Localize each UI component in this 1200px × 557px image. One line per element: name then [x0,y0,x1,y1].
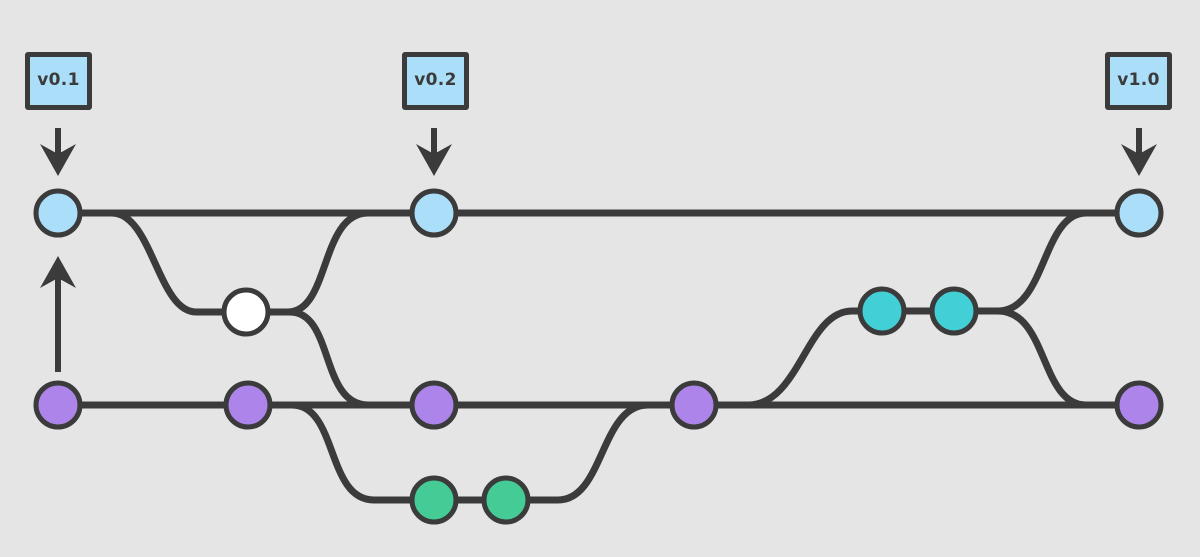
commit-node-p3[interactable] [409,380,459,430]
merge-arrow-up [40,256,76,372]
commit-node-p4[interactable] [669,380,719,430]
commit-node-t1[interactable] [857,286,907,336]
commit-node-g1[interactable] [409,475,459,525]
commit-node-p5[interactable] [1114,380,1164,430]
edge-p4-t1 [712,307,864,409]
tag-box-v0-2[interactable]: v0.2 [402,52,469,110]
commit-node-b2[interactable] [409,188,459,238]
tag-label: v1.0 [1117,69,1160,90]
edge-b1-w1 [76,209,228,316]
tag-arrow-v0-2 [416,128,452,176]
commit-node-p2[interactable] [223,380,273,430]
edge-w1-b2 [264,209,416,316]
tag-arrow-v1-0 [1121,128,1157,176]
edge-w1-p3 [264,308,416,409]
edge-layer [54,209,1143,504]
tag-box-v1-0[interactable]: v1.0 [1105,52,1172,110]
commit-node-b1[interactable] [33,188,83,238]
edge-p2-g1 [266,401,416,504]
tag-arrow-v0-1 [40,128,76,176]
edge-t2-p5 [972,307,1121,409]
commit-node-g2[interactable] [481,475,531,525]
commit-node-p1[interactable] [33,380,83,430]
commit-node-w1[interactable] [221,287,271,337]
node-layer [33,188,1164,525]
edge-g2-p4 [524,401,676,504]
commit-node-t2[interactable] [929,286,979,336]
commit-node-b3[interactable] [1114,188,1164,238]
tag-label: v0.1 [37,69,80,90]
tag-box-v0-1[interactable]: v0.1 [25,52,92,110]
edge-t2-b3 [972,209,1121,315]
tag-label: v0.2 [414,69,457,90]
